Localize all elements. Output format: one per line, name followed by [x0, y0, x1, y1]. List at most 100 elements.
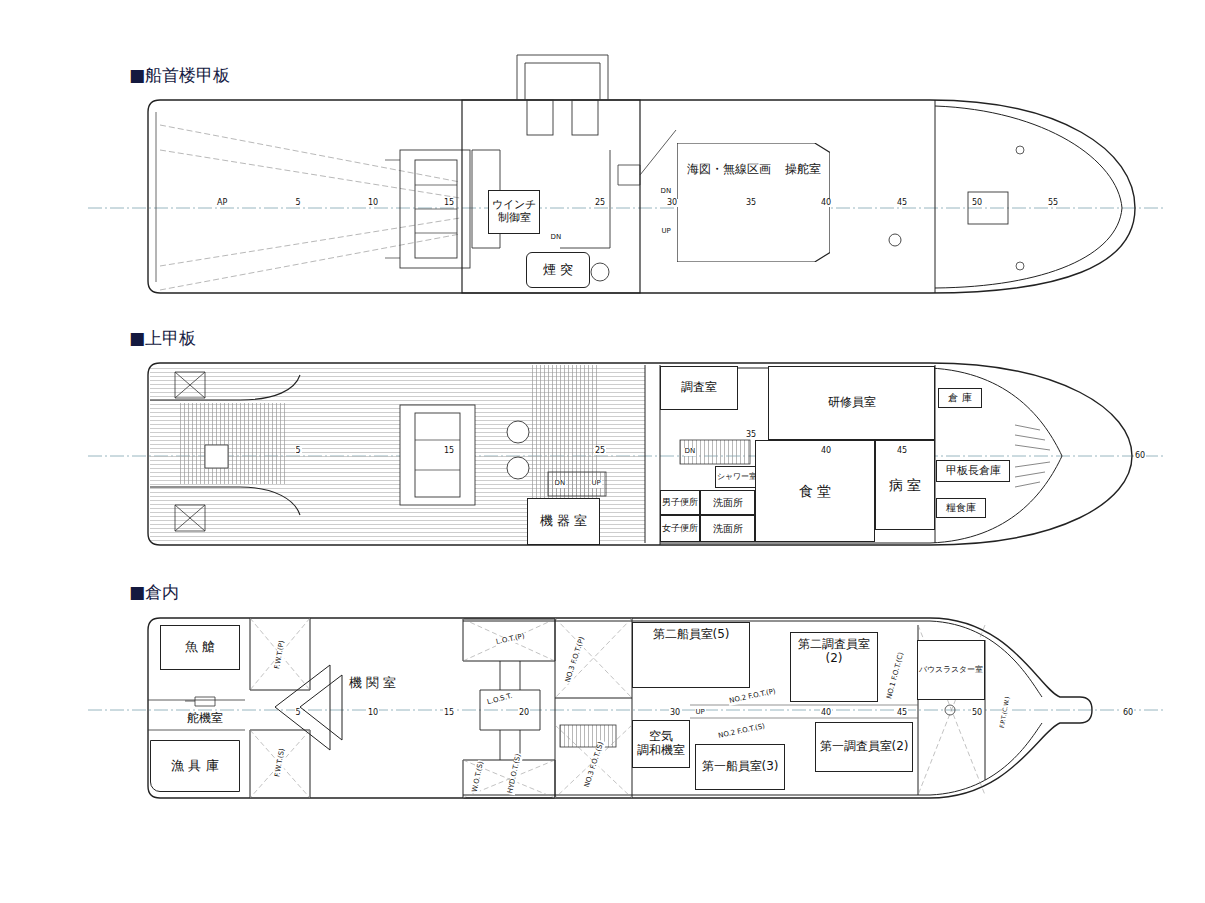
frame-number: 20 [518, 709, 530, 718]
hatch-cover [175, 372, 205, 398]
room-name: 空気 調和機室 [634, 730, 688, 758]
frame-number: 5 [295, 709, 302, 718]
engine-symbol [275, 665, 330, 750]
deckhouse-wall [645, 365, 660, 545]
room-box: 洗面所 [700, 490, 755, 515]
room-label: 舵機室 [186, 712, 224, 725]
winch-detail [385, 160, 457, 258]
frame-number: 5 [295, 447, 302, 456]
bow-thruster [945, 705, 955, 715]
winch-detail [415, 440, 460, 470]
stair-mark: UP [661, 228, 672, 236]
funnel-casing: 煙 突 [526, 252, 590, 288]
room-name: 第二調査員室(2) [792, 638, 876, 666]
bulwark-line [935, 100, 936, 293]
cabin-box: 第一船員室(3) [695, 744, 785, 790]
steering-gear [185, 697, 215, 706]
tank-label: L.O.T.(P) [494, 633, 526, 647]
stern-ramp-edge [150, 375, 300, 515]
room-name: 漁 具 庫 [171, 759, 218, 774]
room-name: 女子便所 [662, 523, 698, 533]
room-box: 機 器 室 [527, 498, 600, 545]
tank-diagonal [250, 618, 310, 798]
room-name: バウスラスター室 [919, 665, 983, 674]
frame-number: 30 [669, 709, 681, 718]
room-name: 食 堂 [799, 483, 831, 499]
deck-fitting [507, 457, 529, 479]
frame-number: 60 [1122, 709, 1134, 718]
deck-fitting [507, 421, 529, 443]
hold-box: 魚 艙 [160, 625, 240, 670]
corridor-line [690, 705, 918, 718]
frame-number: 15 [443, 447, 455, 456]
deckhouse-wall [472, 150, 610, 248]
frame-number: 45 [896, 709, 908, 718]
frame-number: 40 [820, 447, 832, 456]
tank-label: W.O.T.(S) [471, 760, 485, 794]
transom-line [156, 112, 157, 282]
trawl-winch [400, 405, 475, 505]
room-name: 機 器 室 [540, 514, 587, 529]
room-name: 第二船員室(5) [653, 628, 730, 642]
tank-label: F.P.T.(C.W.) [999, 695, 1011, 729]
frame-number: 10 [367, 199, 379, 208]
room-name: 洗面所 [713, 523, 743, 535]
room-name: 男子便所 [662, 497, 698, 507]
frame-number: 50 [971, 709, 983, 718]
stair-mark: DN [684, 448, 697, 456]
windlass [968, 192, 1008, 224]
room-name: 研修員室 [828, 396, 876, 410]
stair-mark: DN [550, 234, 563, 242]
bulkhead [555, 618, 985, 798]
room-name: 第一調査員室(2) [820, 740, 909, 754]
stair-mark: UP [591, 480, 602, 488]
frame-number: 10 [367, 709, 379, 718]
room-name: 煙 突 [543, 263, 573, 278]
bulkhead [148, 700, 245, 730]
tank-boundary [480, 661, 540, 760]
room-name: 調査室 [681, 381, 717, 395]
room-name: ウインチ 制御室 [490, 199, 538, 224]
inner-hull [463, 621, 1042, 795]
room-name: 倉 庫 [948, 392, 971, 404]
room-name: シャワー室 [717, 472, 757, 481]
hull-outline [148, 618, 1092, 798]
room-name: 第一船員室(3) [702, 760, 779, 774]
frame-number: 25 [594, 199, 606, 208]
stair-mark: UP [695, 709, 706, 717]
hatch-cover [205, 445, 228, 468]
centerline [88, 208, 1165, 209]
engine-symbol [300, 675, 342, 740]
deckhouse-wall [462, 100, 640, 293]
room-name: 甲板長倉庫 [946, 465, 1001, 478]
frame-number: 45 [896, 447, 908, 456]
room-name: 洗面所 [713, 497, 743, 509]
mast-base [591, 263, 609, 281]
room-box: 調査室 [660, 366, 738, 410]
tank-diagonal [463, 619, 555, 798]
gantry-foot [527, 100, 553, 135]
room-box: バウスラスター室 [917, 640, 985, 700]
stairway [548, 472, 606, 496]
stairway [680, 440, 750, 464]
bow-detail [1015, 425, 1050, 487]
room-name: 海図・無線区画 [687, 163, 771, 177]
store-box: 甲板長倉庫 [936, 460, 1010, 482]
winch-drum [415, 413, 460, 497]
room-box: シャワー室 [715, 466, 759, 488]
bulwark-line [935, 106, 1122, 288]
bollard [1016, 146, 1024, 154]
frame-number: 60 [1134, 452, 1146, 461]
room-name: 糧食庫 [946, 502, 976, 514]
tank-label: NO.2 F.O.T.(P) [727, 688, 777, 706]
wheelhouse-outline [677, 143, 830, 262]
frame-number: 55 [1047, 199, 1059, 208]
room-box: 洗面所 [700, 515, 755, 542]
room-box: 食 堂 [755, 440, 875, 542]
deck-planking [150, 365, 645, 543]
section-heading: ■倉内 [128, 583, 180, 602]
tank-boundary [250, 618, 310, 798]
frame-number: 35 [745, 431, 757, 440]
section-heading: ■船首楼甲板 [128, 66, 231, 85]
